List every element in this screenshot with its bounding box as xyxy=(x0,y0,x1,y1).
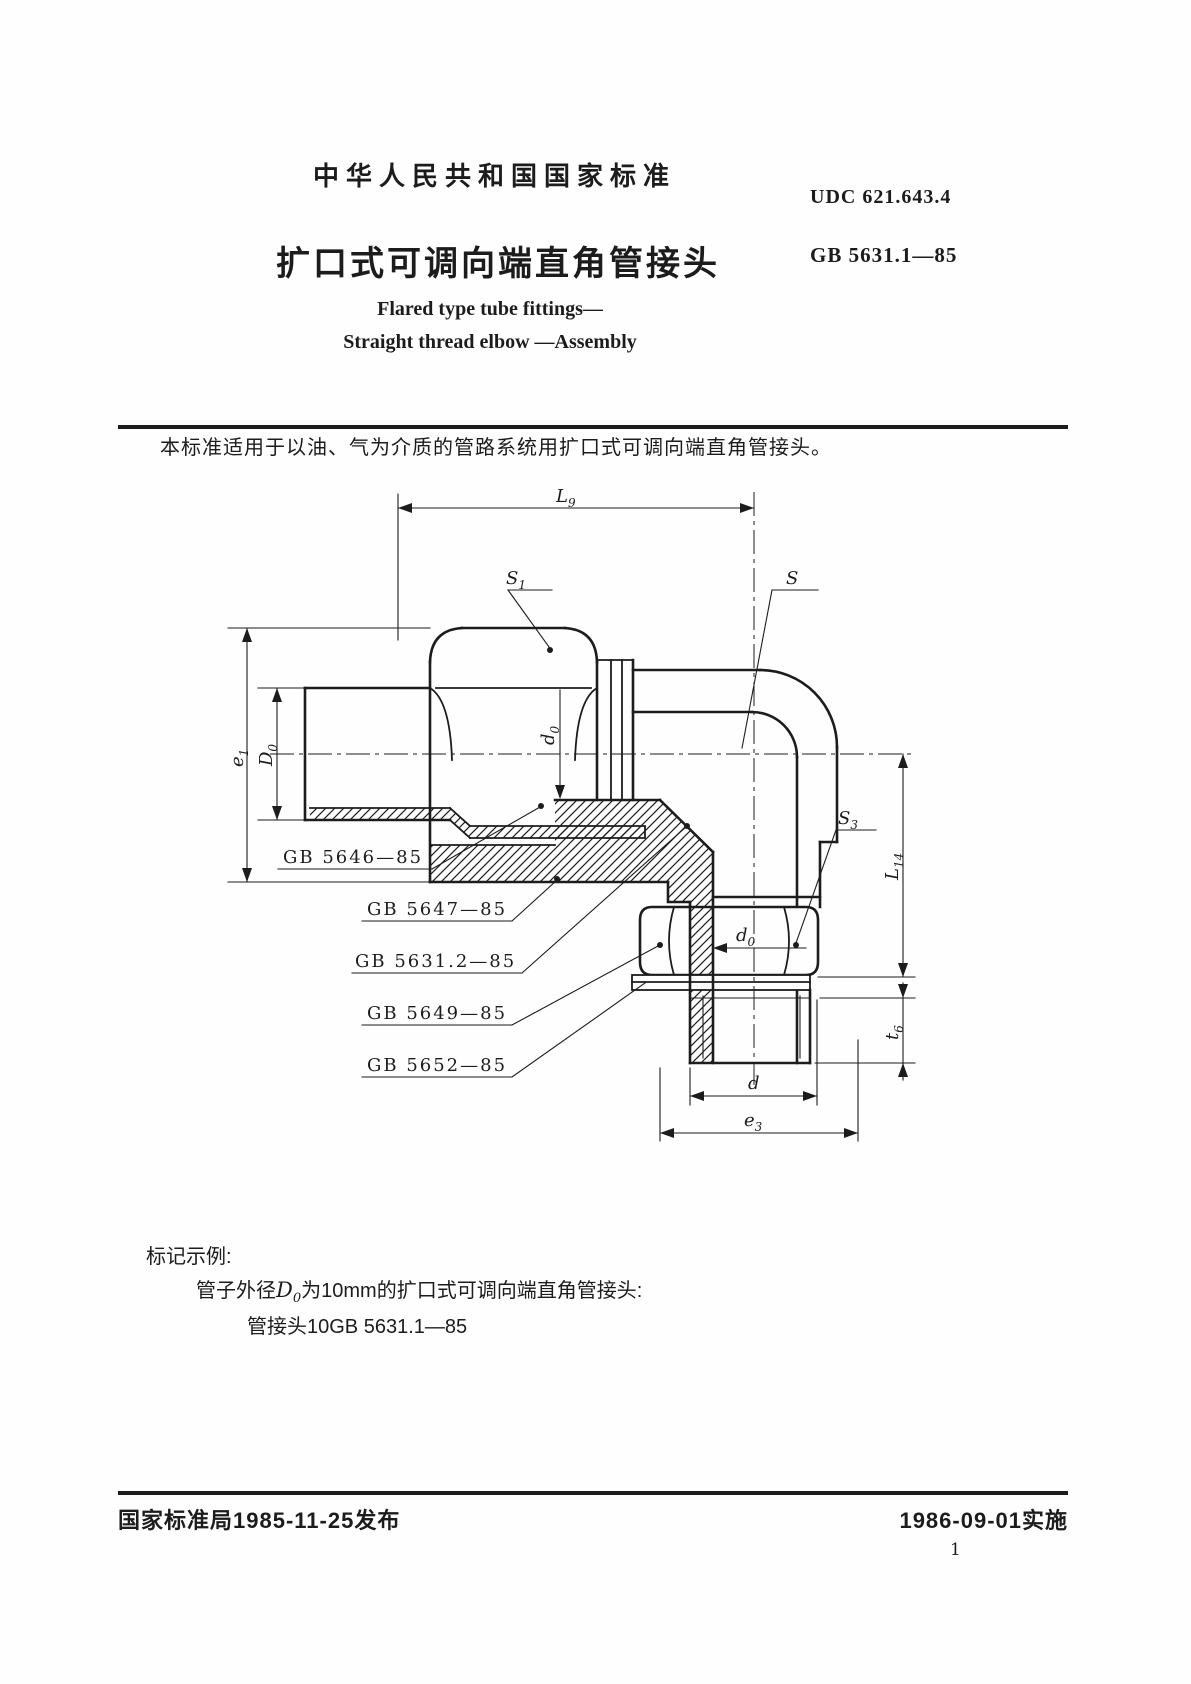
standard-title-english: Flared type tube fittings— Straight thre… xyxy=(280,293,700,359)
part-label-gb5647: GB 5647—85 xyxy=(367,899,507,920)
lock-nut-s3 xyxy=(638,905,820,977)
dim-label-l14: L14 xyxy=(882,853,906,881)
dim-label-s1: S1 xyxy=(506,568,526,592)
marking-desc-dim: D0 xyxy=(276,1278,302,1307)
centerlines xyxy=(270,492,915,1085)
washer xyxy=(631,974,811,991)
marking-example-description: 管子外径D0为10mm的扩口式可调向端直角管接头: xyxy=(196,1274,642,1306)
marking-example-designation: 管接头10GB 5631.1—85 xyxy=(247,1316,468,1338)
footer-effective-date: 1986-09-01实施 xyxy=(899,1508,1068,1533)
elbow-fitting-assembly-drawing: L9 S1 S S3 e1 D0 d0 d0 L14 t6 d e3 GB 56… xyxy=(227,486,916,1142)
marking-example-heading: 标记示例: xyxy=(146,1246,232,1268)
dim-label-e3: e3 xyxy=(744,1110,763,1134)
dim-label-t6: t6 xyxy=(882,1025,906,1040)
udc-number: UDC 621.643.4 xyxy=(810,186,952,208)
dim-label-d0-top: d0 xyxy=(538,725,562,745)
dim-label-d0-bottom: d0 xyxy=(736,925,756,949)
page-number: 1 xyxy=(950,1540,961,1560)
marking-desc-prefix: 管子外径 xyxy=(196,1280,276,1302)
dim-label-s3: S3 xyxy=(838,808,858,832)
standard-number: GB 5631.1—85 xyxy=(810,243,958,267)
dim-label-s: S xyxy=(786,568,798,589)
dim-label-e1: e1 xyxy=(227,749,251,767)
scope-statement: 本标准适用于以油、气为介质的管路系统用扩口式可调向端直角管接头。 xyxy=(160,437,832,459)
fitting-outlines xyxy=(303,626,839,1065)
leader-lines xyxy=(277,589,877,1078)
title-english-line1: Flared type tube fittings— xyxy=(377,298,603,320)
dim-label-l9: L9 xyxy=(555,486,576,510)
part-label-gb5631-2: GB 5631.2—85 xyxy=(355,951,516,972)
dimension-lines xyxy=(227,493,916,1142)
part-label-gb5649: GB 5649—85 xyxy=(367,1003,507,1024)
standard-title-chinese: 扩口式可调向端直角管接头 xyxy=(276,245,720,283)
part-label-gb5652: GB 5652—85 xyxy=(367,1055,507,1076)
part-reference-labels: GB 5646—85 GB 5647—85 GB 5631.2—85 GB 56… xyxy=(283,847,516,1076)
marking-desc-suffix: 为10mm的扩口式可调向端直角管接头: xyxy=(301,1280,643,1302)
title-english-line2: Straight thread elbow —Assembly xyxy=(343,331,637,353)
dim-label-d: d xyxy=(748,1073,760,1094)
part-label-gb5646: GB 5646—85 xyxy=(283,847,423,868)
footer-divider-rule xyxy=(118,1491,1068,1495)
dim-label-d0-cap: D0 xyxy=(256,744,280,767)
header-divider-rule xyxy=(118,425,1068,429)
section-hatching xyxy=(310,800,713,1063)
dimension-labels: L9 S1 S S3 e1 D0 d0 d0 L14 t6 d e3 xyxy=(227,486,906,1134)
footer-issue-date: 国家标准局1985-11-25发布 xyxy=(118,1508,401,1533)
national-standard-header: 中华人民共和国国家标准 xyxy=(313,161,677,191)
